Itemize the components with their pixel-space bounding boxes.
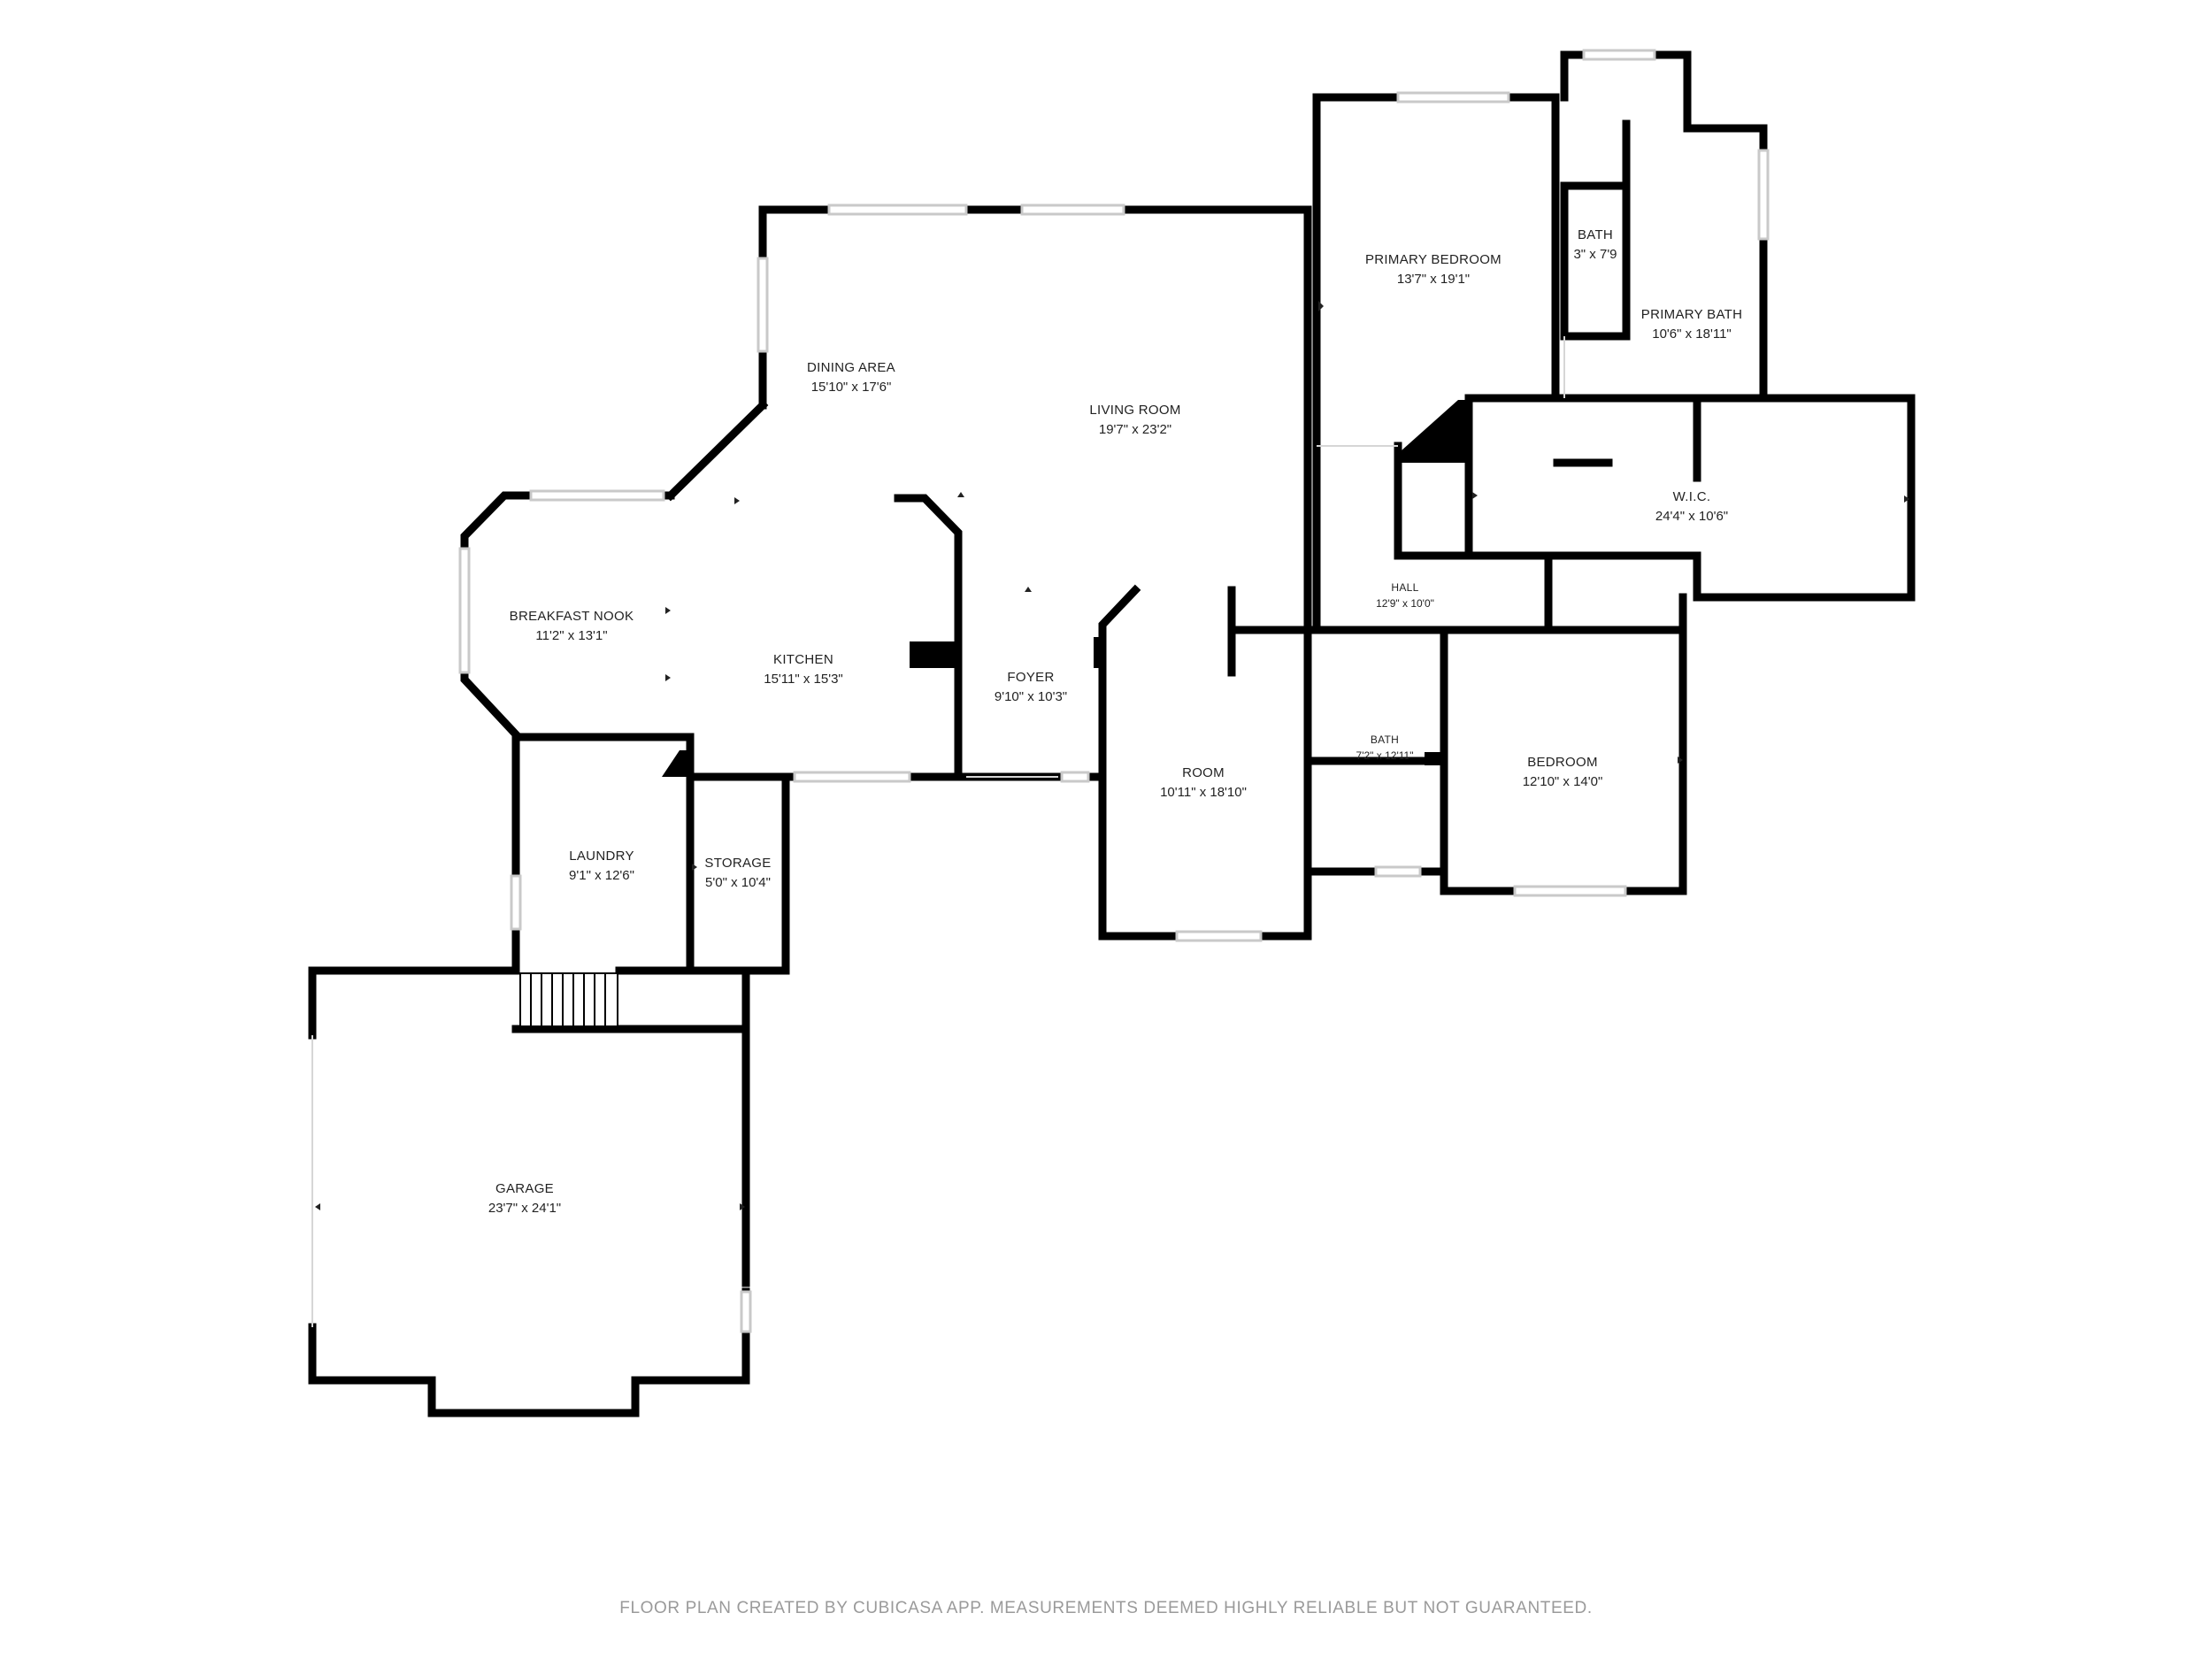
window xyxy=(1582,49,1656,61)
window xyxy=(1060,771,1090,783)
wall-kitchen-island xyxy=(894,494,963,781)
room-name-bath-primary: BATH xyxy=(1578,227,1613,242)
kitchen-counter-block xyxy=(910,641,958,668)
door-markers xyxy=(315,301,1909,1210)
door-marker xyxy=(665,607,671,614)
room-size-storage: 5'0" x 10'4" xyxy=(705,875,771,890)
room-size-foyer: 9'10" x 10'3" xyxy=(995,689,1067,704)
window xyxy=(1374,865,1422,878)
room-size-hall: 12'9" x 10'0" xyxy=(1376,597,1434,610)
room-size-bedroom: 12'10" x 14'0" xyxy=(1523,774,1603,789)
fireplace-block xyxy=(1401,400,1469,463)
window xyxy=(757,257,769,353)
door-marker xyxy=(692,864,697,871)
wall-storage xyxy=(675,772,790,975)
wall-laundry xyxy=(511,733,695,781)
room-size-living-room: 19'7" x 23'2" xyxy=(1099,422,1171,437)
room-size-room: 10'11" x 18'10" xyxy=(1160,785,1247,800)
window xyxy=(827,204,968,216)
room-size-breakfast-nook: 11'2" x 13'1" xyxy=(535,628,607,643)
room-name-wic: W.I.C. xyxy=(1673,489,1711,504)
door-marker xyxy=(734,497,740,504)
room-name-breakfast-nook: BREAKFAST NOOK xyxy=(510,609,634,624)
footer-disclaimer: FLOOR PLAN CREATED BY CUBICASA APP. MEAS… xyxy=(619,1599,1593,1617)
room-size-kitchen: 15'11" x 15'3" xyxy=(764,672,843,687)
window xyxy=(1175,930,1263,942)
window xyxy=(1020,204,1125,216)
room-size-primary-bath: 10'6" x 18'11" xyxy=(1652,326,1732,342)
room-name-foyer: FOYER xyxy=(1007,670,1054,685)
windows xyxy=(458,49,1770,1333)
wall-hall-south xyxy=(1303,551,1553,634)
window xyxy=(1396,91,1510,104)
room-name-kitchen: KITCHEN xyxy=(773,652,833,667)
room-name-dining-area: DINING AREA xyxy=(807,360,895,375)
window xyxy=(529,489,665,502)
door-marker xyxy=(1472,492,1478,499)
room-name-hall: HALL xyxy=(1391,581,1418,594)
door-marker xyxy=(1678,757,1683,764)
door-marker xyxy=(1318,301,1324,311)
room-name-garage: GARAGE xyxy=(495,1181,554,1196)
window xyxy=(510,874,522,931)
wall-garage-body xyxy=(308,1287,750,1417)
window xyxy=(740,1290,752,1333)
room-name-laundry: LAUNDRY xyxy=(569,849,634,864)
door-marker xyxy=(665,674,671,681)
walls xyxy=(308,50,1916,1417)
room-size-dining-area: 15'10" x 17'6" xyxy=(811,380,892,395)
stairs xyxy=(519,972,618,1027)
door-marker xyxy=(315,1203,320,1210)
room-name-primary-bath: PRIMARY BATH xyxy=(1641,307,1742,322)
window xyxy=(1757,149,1770,241)
wall-room xyxy=(1098,584,1312,941)
wall-dining-west xyxy=(758,205,1312,634)
hall-bath-block xyxy=(1425,752,1444,765)
room-size-laundry: 9'1" x 12'6" xyxy=(569,868,634,883)
laundry-corner-block xyxy=(662,750,690,777)
room-name-living-room: LIVING ROOM xyxy=(1089,403,1180,418)
room-name-bedroom: BEDROOM xyxy=(1527,755,1598,770)
room-name-storage: STORAGE xyxy=(704,856,771,871)
door-marker xyxy=(1904,495,1909,503)
wall-primary-bedroom xyxy=(1316,93,1560,403)
room-size-primary-bedroom: 13'7" x 19'1" xyxy=(1397,272,1470,287)
room-size-bath-primary: 3" x 7'9 xyxy=(1573,247,1617,262)
wall-garage xyxy=(308,966,520,1040)
room-labels: DINING AREA 15'10" x 17'6" LIVING ROOM 1… xyxy=(488,227,1742,1216)
openings xyxy=(311,336,1565,1327)
room-size-garage: 23'7" x 24'1" xyxy=(488,1201,561,1216)
wall-primary-bath xyxy=(1560,50,1768,403)
door-marker xyxy=(740,1203,745,1210)
door-marker xyxy=(1025,587,1032,592)
room-corner-block xyxy=(1094,637,1106,668)
wall-dining-diagonal xyxy=(664,399,769,502)
window xyxy=(458,547,471,674)
solid-fixtures xyxy=(662,400,1469,777)
door-marker xyxy=(957,492,964,497)
room-size-bath-hall: 7'2" x 12'11" xyxy=(1356,749,1414,762)
window xyxy=(1513,885,1627,897)
room-name-bath-hall: BATH xyxy=(1371,733,1399,746)
room-size-wic: 24'4" x 10'6" xyxy=(1655,509,1728,524)
window xyxy=(793,771,911,783)
room-name-room: ROOM xyxy=(1182,765,1225,780)
room-name-primary-bedroom: PRIMARY BEDROOM xyxy=(1365,252,1502,267)
